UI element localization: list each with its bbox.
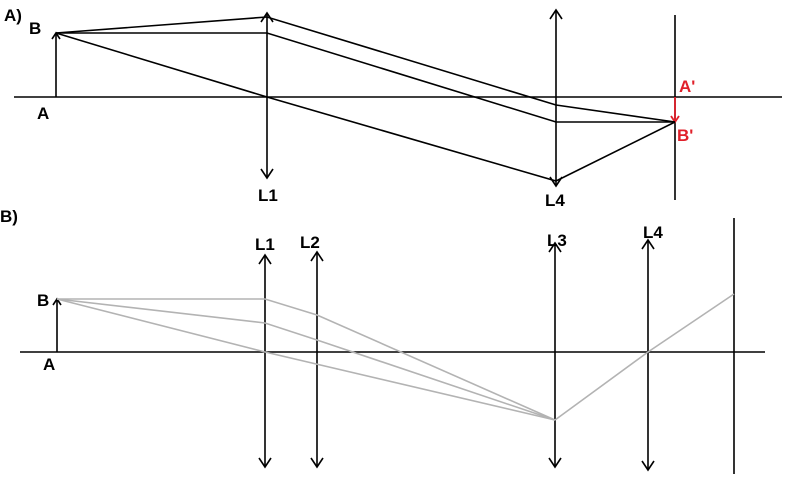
panel-a-tag: A): [4, 6, 22, 25]
panel-b-object-arrow: [52, 297, 62, 352]
panel-b-tag: B): [0, 207, 18, 226]
panel-a-label-b-prime: B': [677, 126, 693, 145]
panel-a-ray-parallel: [56, 32, 675, 123]
panel-a: A): [4, 6, 782, 210]
panel-b-rays: [56, 293, 735, 421]
panel-a-ray-center: [55, 32, 676, 182]
panel-b-label-l3: L3: [547, 231, 567, 250]
panel-a-image-arrow: [670, 97, 680, 124]
panel-b-lens-l4: [641, 238, 655, 472]
panel-b-label-l2: L2: [300, 233, 320, 252]
panel-b-label-l1: L1: [255, 235, 275, 254]
panel-a-label-a: A: [37, 104, 49, 123]
panel-a-label-a-prime: A': [679, 77, 695, 96]
panel-a-label-b: B: [29, 19, 41, 38]
panel-b-lens-l3: [548, 241, 562, 469]
panel-a-object-arrow: [51, 31, 61, 97]
panel-b: B): [0, 207, 765, 474]
panel-b-ray-middle: [56, 298, 556, 421]
panel-b-ray-center: [56, 298, 556, 421]
panel-b-ray-exit: [554, 293, 735, 421]
panel-a-lens-l4: [549, 8, 563, 188]
panel-b-label-l4: L4: [643, 223, 663, 242]
panel-a-ray-top: [55, 16, 676, 123]
panel-b-lens-l2: [310, 250, 324, 469]
panel-a-label-l4: L4: [545, 191, 565, 210]
panel-b-ray-parallel: [57, 298, 556, 421]
panel-b-label-b: B: [37, 291, 49, 310]
panel-b-lens-l1: [258, 253, 272, 469]
panel-a-label-l1: L1: [258, 186, 278, 205]
panel-a-rays: [55, 16, 676, 182]
panel-b-label-a: A: [43, 355, 55, 374]
